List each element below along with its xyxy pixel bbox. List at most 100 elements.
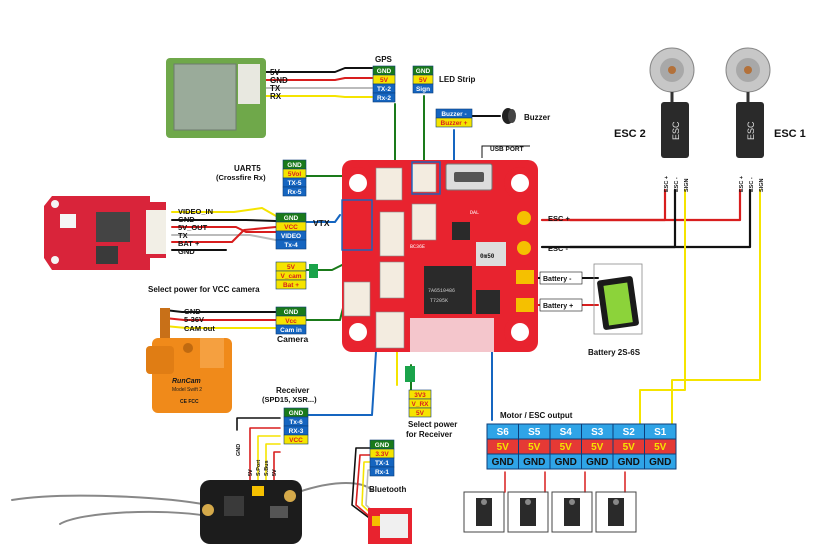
buzzer-box-label: Buzzer -: [441, 111, 466, 118]
gps-pin-labels: 5V GND TX RX: [270, 68, 288, 101]
vtx-title: VTX: [313, 218, 330, 228]
vcc-select-jumper: [309, 264, 318, 278]
servo-icon: [595, 491, 637, 533]
esc-2-wire-plus: ESC +: [664, 176, 670, 192]
receiver-pin-labels: GND 5V S.Port S.Bus 5V: [236, 444, 278, 476]
rx-pin-gnd: GND: [236, 444, 242, 456]
gps-module: 5V GND TX RX: [166, 58, 288, 138]
receiver-subtitle: (SPD15, XSR...): [262, 395, 317, 404]
receiver-box-label: GND: [289, 410, 304, 417]
motor-ground-cell: [644, 453, 677, 470]
gps-pin-5v: 5V: [270, 68, 280, 77]
vtx-module: VIDEO_IN GND 5V_OUT TX BAT + GND: [44, 196, 213, 270]
vtx-box-cell: [275, 239, 307, 250]
motor-ground-cell-label: GND: [492, 457, 514, 468]
motor-signal-cell-label: S2: [623, 427, 636, 438]
camera-wire-labels: GND 5-36V CAM out: [184, 307, 215, 333]
motor-power-cell-label: 5V: [497, 442, 510, 453]
battery-minus-pad: Battery -: [543, 276, 572, 283]
battery-pack: [593, 263, 643, 335]
esc-2-body-label: ESC: [671, 121, 681, 140]
servo-icon: [551, 491, 593, 533]
rx-power-box-label: V_RX: [412, 401, 430, 408]
led-box-cell: [412, 83, 434, 94]
usb-port-label: USB PORT: [481, 145, 530, 158]
vcc-select-title: Select power for VCC camera: [148, 285, 260, 294]
uart5-subtitle: (Crossfire Rx): [216, 173, 266, 182]
vcc-box-label: V_cam: [281, 273, 302, 280]
led-box-label: GND: [416, 68, 431, 75]
motor-signal-cell-label: S4: [560, 427, 573, 438]
chip-label-3: BC36E: [410, 244, 425, 250]
battery-title: Battery 2S-6S: [588, 348, 641, 357]
esc-1-wire-plus: ESC +: [739, 176, 745, 192]
motor-ground-cell-label: GND: [618, 457, 640, 468]
uart5-box-label: 5Vol: [288, 171, 301, 178]
motor-power-cell-label: 5V: [591, 442, 604, 453]
uart5-box-label: Rx-5: [287, 189, 301, 196]
chip-label-1: 7A6510486: [428, 288, 455, 294]
esc-plus-pad: ESC +: [548, 214, 571, 223]
esc-2-module: ESC: [661, 102, 689, 158]
vtx-box-label: VCC: [284, 224, 298, 231]
receiver-module: [200, 480, 302, 544]
rx-power-box-label: 5V: [416, 410, 425, 417]
esc-1-module: ESC: [736, 102, 764, 158]
rx-power-title-2: for Receiver: [406, 430, 452, 439]
esc-pad-labels: ESC + ESC -: [548, 214, 571, 253]
buzzer-box-cell: [435, 117, 473, 128]
receiver-title: Receiver: [276, 386, 309, 395]
motor-power-cell-label: 5V: [654, 442, 667, 453]
motor-output-title: Motor / ESC output: [500, 411, 573, 420]
battery-plus-pad: Battery +: [543, 303, 573, 310]
rx-pin-sport: S.Port: [256, 460, 262, 476]
wires: [11, 67, 761, 525]
gps-pin-gnd: GND: [270, 76, 288, 85]
camera-brand: RunCam: [172, 378, 201, 385]
vtx-pin-bat-plus: BAT +: [178, 239, 200, 248]
usb-port-title: USB PORT: [490, 146, 524, 153]
rx-power-title: Select power: [408, 420, 457, 429]
motor-ground-cell-label: GND: [523, 457, 545, 468]
servo-icon: [463, 491, 505, 533]
camera-wire-out: CAM out: [184, 324, 215, 333]
buzzer-icon: [502, 108, 516, 124]
vtx-pin-labels: VIDEO_IN GND 5V_OUT TX BAT + GND: [178, 207, 213, 256]
uart5-title: UART5: [234, 164, 261, 173]
esc-2-wire-minus: ESC -: [674, 177, 680, 192]
rx-power-jumper: [405, 366, 415, 382]
esc-1-body-label: ESC: [746, 121, 756, 140]
motor-signal-cell-label: S5: [528, 427, 541, 438]
bluetooth-box-label: GND: [375, 442, 390, 449]
rx-pin-5v-2: 5V: [272, 469, 278, 476]
flight-controller-board: 0m50 7A6510486 T7205K BC36E DAL: [341, 160, 538, 352]
led-box-label: Sign: [416, 86, 430, 93]
esc-2-title: ESC 2: [614, 128, 646, 140]
uart5-box-cell: [282, 186, 307, 197]
esc-2-wire-sign: SIGN: [684, 179, 690, 192]
motor-power-cell-label: 5V: [528, 442, 541, 453]
buzzer-box-label: Buzzer +: [441, 120, 468, 127]
vcc-box-label: Bat +: [283, 282, 299, 289]
vtx-box-label: Tx-4: [284, 242, 298, 249]
receiver-box-cell: [283, 434, 309, 445]
chip-label-2: T7205K: [430, 298, 448, 304]
rx-power-box-cell: [408, 407, 432, 418]
receiver-box-label: RX-3: [289, 428, 304, 435]
camera-module: RunCam Model Swift 2 CE FCC: [146, 308, 232, 413]
motor-ground-cell-label: GND: [555, 457, 577, 468]
camera-wire-gnd: GND: [184, 307, 201, 316]
esc-1-wire-labels: ESC + ESC - SIGN: [739, 176, 765, 192]
esc-1-wire-sign: SIGN: [759, 179, 765, 192]
vtx-box-label: GND: [284, 215, 299, 222]
chip-label-4: DAL: [470, 210, 479, 216]
gps-pin-rx: RX: [270, 92, 282, 101]
